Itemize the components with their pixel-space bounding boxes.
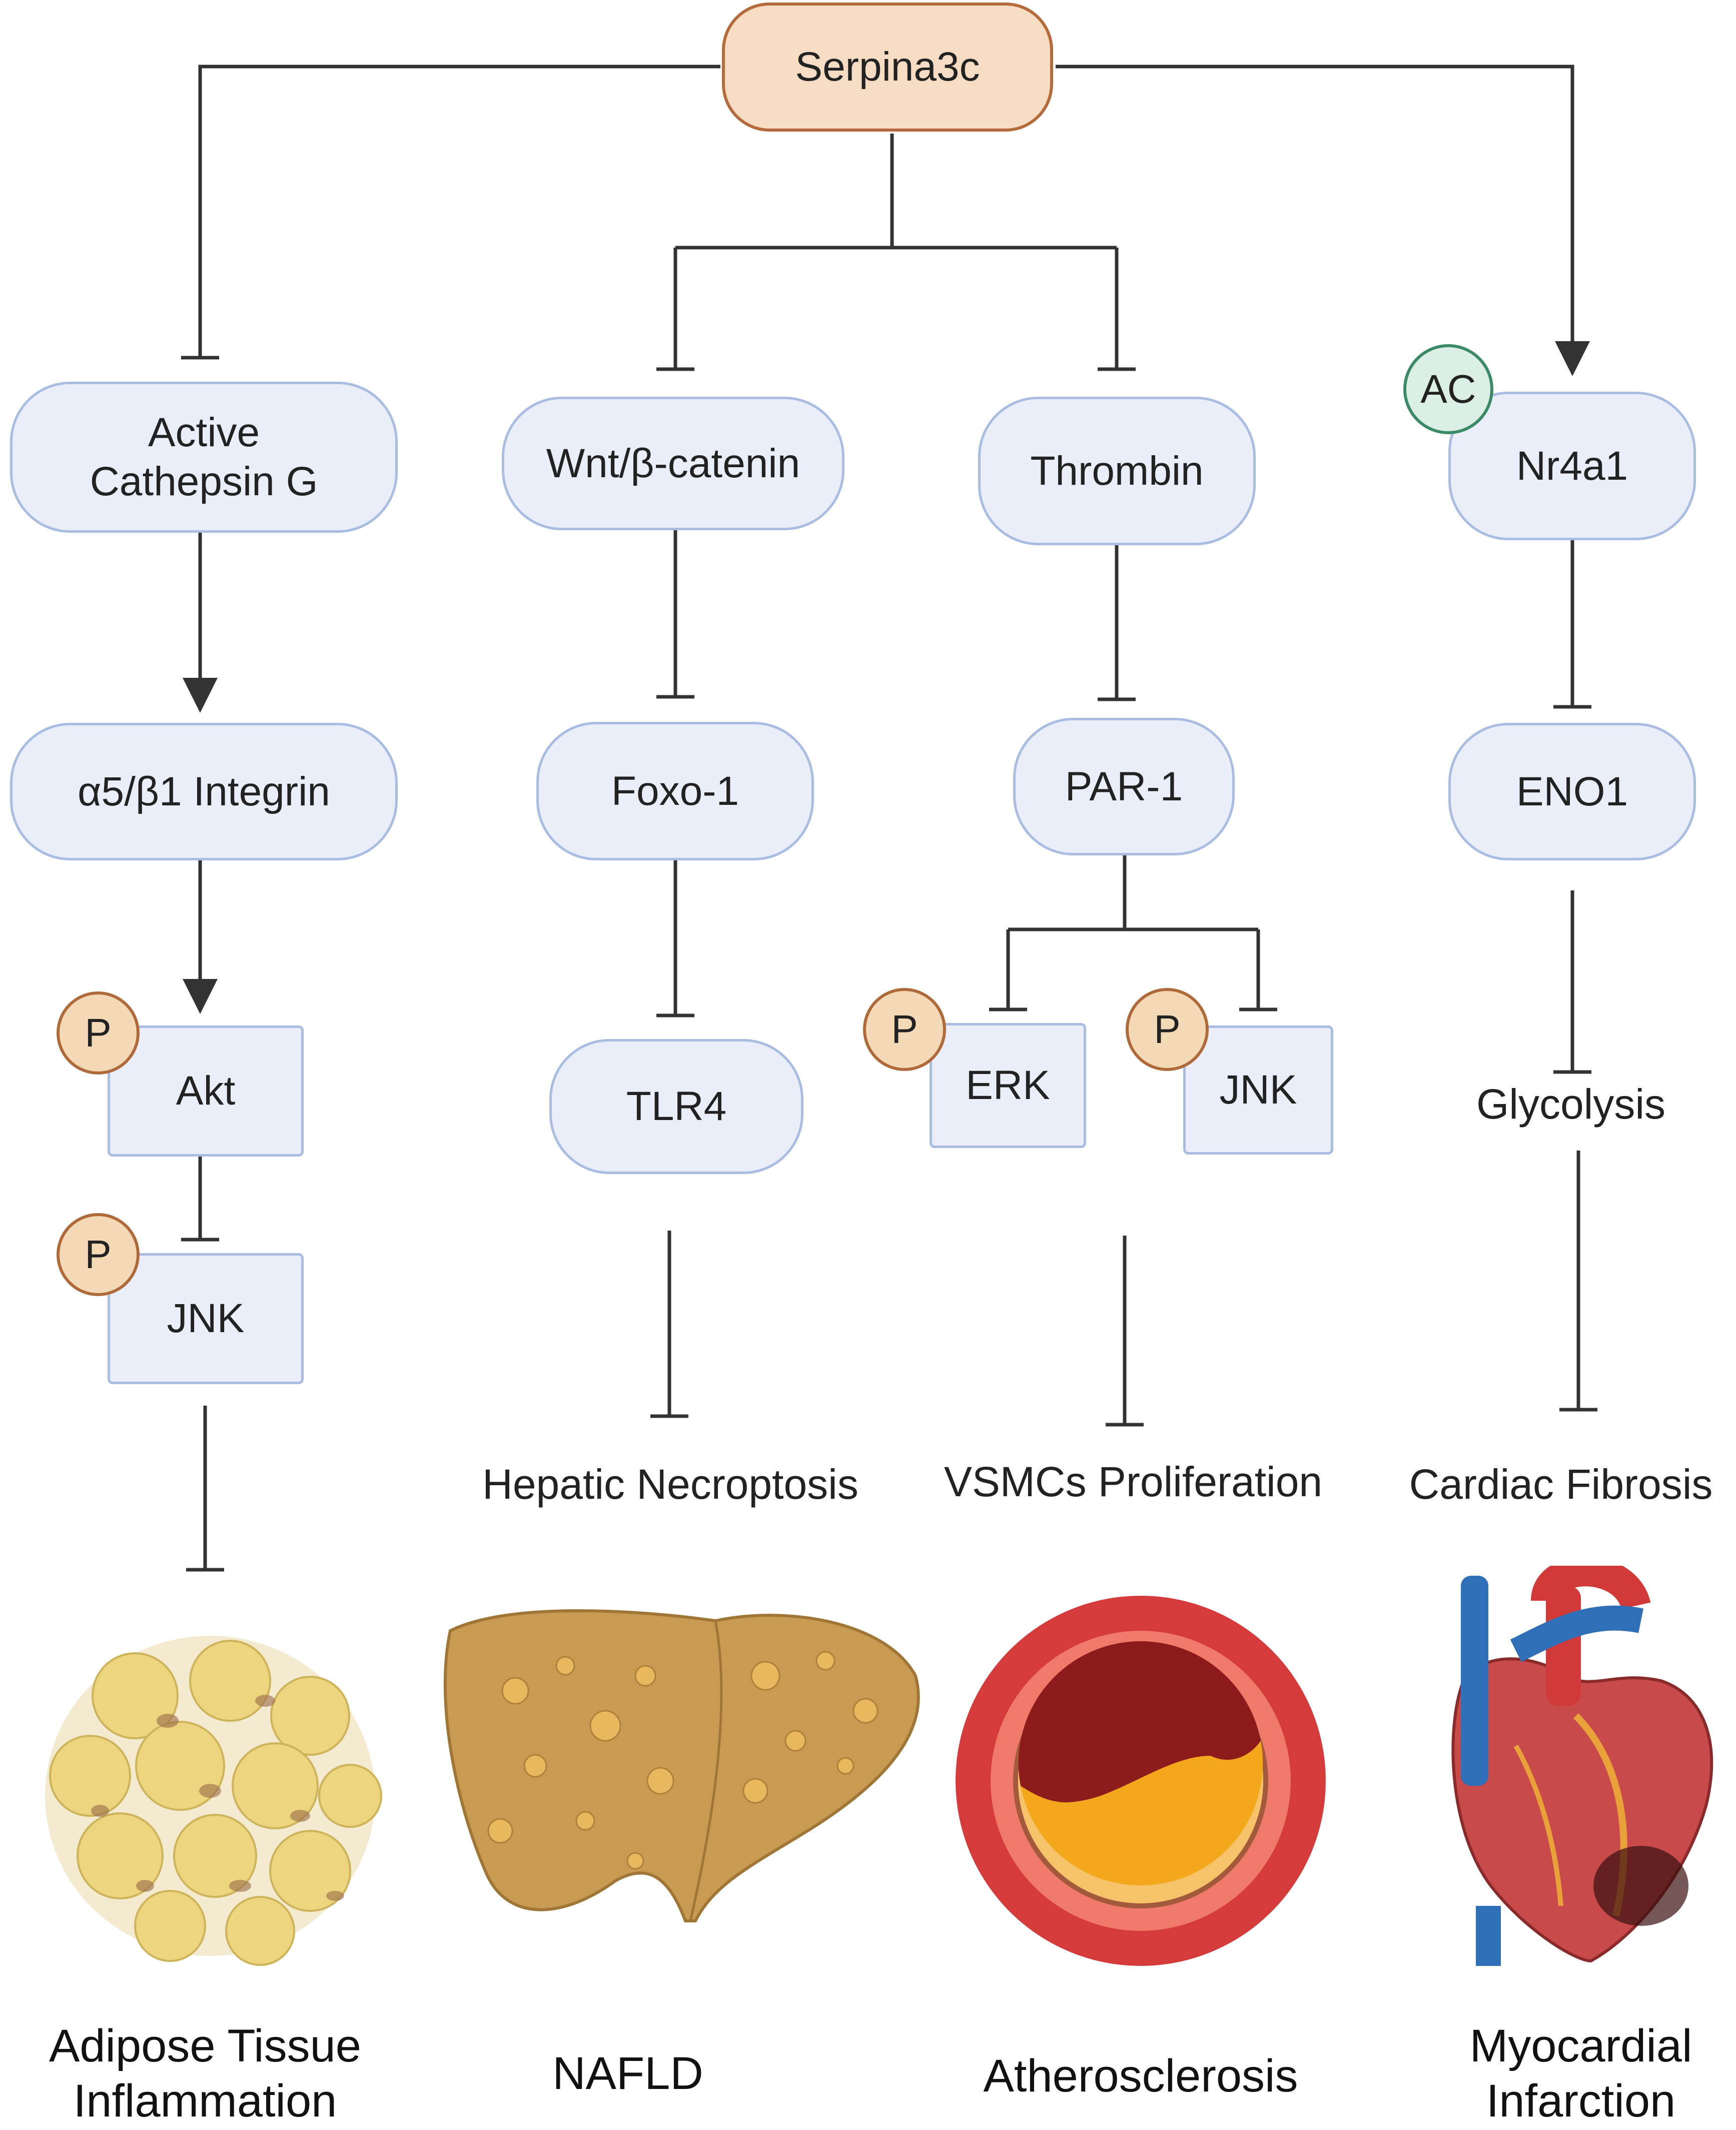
phosphorylation-badge-erk: P	[863, 988, 946, 1071]
node-active-cathepsin-g: Active Cathepsin G	[10, 382, 398, 533]
disease-nafld: NAFLD	[552, 2048, 703, 2099]
label-cardiac-fibrosis: Cardiac Fibrosis	[1409, 1461, 1713, 1508]
node-label: Akt	[176, 1068, 236, 1114]
node-label: TLR4	[626, 1084, 727, 1129]
node-integrin: α5/β1 Integrin	[10, 723, 398, 860]
node-label: Wnt/β-catenin	[546, 440, 800, 486]
node-label: ERK	[966, 1062, 1050, 1108]
edge-root-middle	[673, 134, 1119, 368]
node-label: Nr4a1	[1516, 443, 1628, 489]
node-label: Active Cathepsin G	[90, 409, 318, 504]
node-label: Thrombin	[1030, 448, 1204, 494]
phosphorylation-badge-akt: P	[57, 991, 140, 1075]
disease-myocardial-infarction: Myocardial Infarction	[1469, 2020, 1692, 2127]
artery-cross-section-illustration	[956, 1596, 1326, 1966]
label-glycolysis: Glycolysis	[1476, 1081, 1666, 1128]
node-label: Foxo-1	[611, 768, 739, 814]
root-label: Serpina3c	[795, 44, 980, 90]
heart-illustration	[1451, 1566, 1713, 1966]
phosphorylation-badge-jnk-left: P	[57, 1213, 140, 1296]
label-vsmc-proliferation: VSMCs Proliferation	[944, 1458, 1323, 1505]
disease-atherosclerosis: Atherosclerosis	[983, 2050, 1298, 2101]
node-label: α5/β1 Integrin	[78, 768, 330, 814]
node-label: ENO1	[1516, 768, 1628, 814]
node-label: PAR-1	[1065, 763, 1183, 809]
label-hepatic-necroptosis: Hepatic Necroptosis	[482, 1461, 858, 1508]
phosphorylation-badge-jnk-mid: P	[1126, 988, 1209, 1071]
node-akt: Akt	[108, 1025, 304, 1157]
edge-root-nr4a1	[1056, 65, 1590, 376]
node-jnk-mid: JNK	[1183, 1025, 1333, 1155]
node-foxo-1: Foxo-1	[536, 722, 814, 860]
edge-par1-split	[1006, 855, 1260, 1008]
node-nr4a1: Nr4a1	[1448, 392, 1696, 540]
node-tlr4: TLR4	[549, 1039, 803, 1174]
node-label: JNK	[1219, 1067, 1297, 1113]
adipose-tissue-illustration	[45, 1636, 382, 1966]
liver-illustration	[443, 1609, 920, 1922]
acetylation-badge-nr4a1: AC	[1403, 344, 1493, 434]
root-node-serpina3c: Serpina3c	[722, 3, 1053, 132]
node-eno1: ENO1	[1448, 723, 1696, 860]
node-thrombin: Thrombin	[978, 397, 1256, 545]
disease-adipose-tissue-inflammation: Adipose Tissue Inflammation	[49, 2020, 361, 2127]
node-jnk-left: JNK	[108, 1253, 304, 1384]
node-erk: ERK	[930, 1023, 1086, 1148]
node-wnt-beta-catenin: Wnt/β-catenin	[502, 397, 844, 530]
node-par-1: PAR-1	[1013, 718, 1235, 855]
node-label: JNK	[167, 1296, 245, 1341]
edge-root-cathepsin	[198, 65, 720, 358]
